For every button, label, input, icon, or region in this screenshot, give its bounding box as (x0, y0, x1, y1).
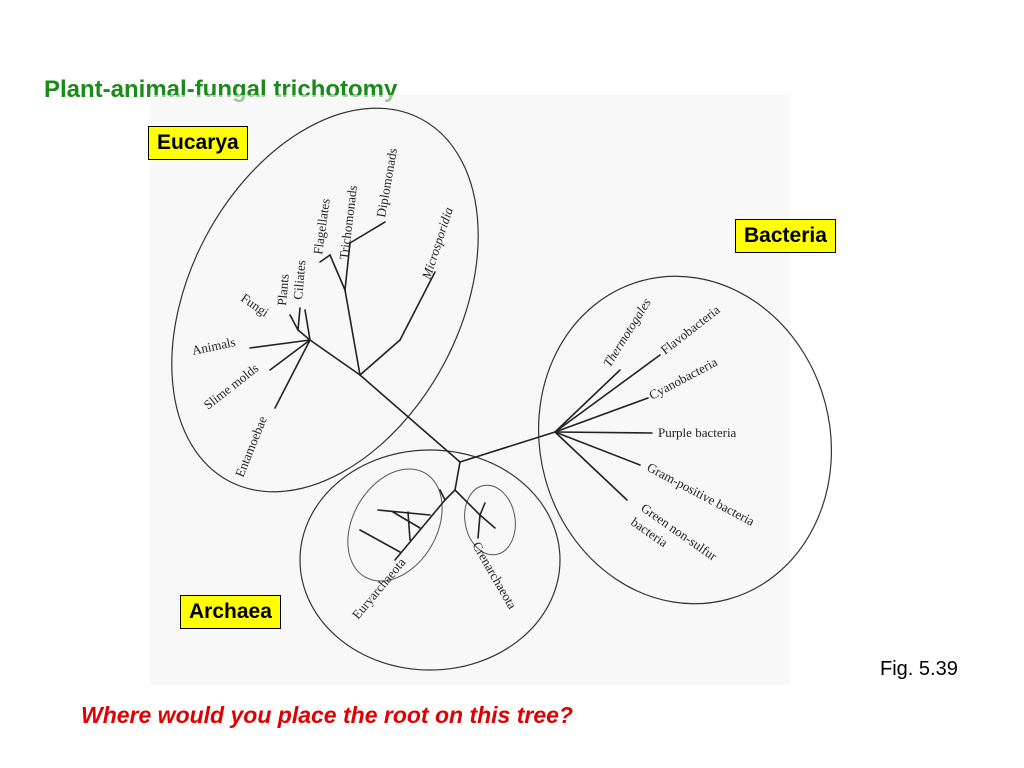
question-text: Where would you place the root on this t… (81, 702, 573, 728)
archaea-label-box: Archaea (180, 595, 281, 629)
taxon-ciliates: Ciliates (290, 259, 308, 300)
scanned-page-background (150, 95, 790, 685)
bacteria-ellipse (537, 275, 833, 605)
archaea-ellipse (299, 449, 561, 671)
eucarya-label-box: Eucarya (148, 126, 248, 160)
tree-branches (249, 221, 661, 561)
crenarchaeota-subellipse (464, 484, 516, 556)
euryarchaeota-subellipse (347, 468, 443, 582)
taxon-purple-bacteria: Purple bacteria (658, 425, 737, 440)
eucarya-ellipse (171, 107, 479, 493)
figure-label: Fig. 5.39 (880, 658, 958, 680)
bacteria-label-box: Bacteria (735, 219, 836, 253)
taxon-plants: Plants (274, 273, 292, 306)
